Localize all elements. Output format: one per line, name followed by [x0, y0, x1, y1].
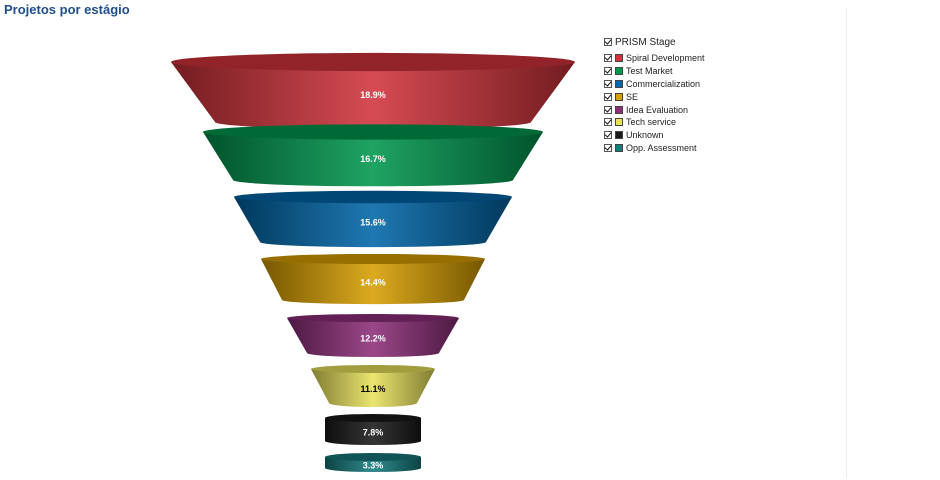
legend-label: Commercialization — [626, 78, 701, 89]
funnel-segment-unknown[interactable] — [325, 418, 421, 445]
legend-item[interactable]: Spiral Development — [604, 52, 705, 65]
funnel-data-label: 12.2% — [360, 334, 386, 344]
funnel-chart: 18.9% 16.7% 15.6% 14.4% 12.2% 11.1% 7.8% 3.3% — [171, 52, 575, 472]
legend-item[interactable]: Unknown — [604, 129, 705, 142]
funnel-data-label: 15.6% — [360, 218, 386, 228]
legend-checkbox[interactable] — [604, 131, 612, 140]
legend-item[interactable]: Opp. Assessment — [604, 142, 705, 155]
funnel-data-label: 14.4% — [360, 278, 386, 288]
legend-title: PRISM Stage — [615, 36, 676, 48]
funnel-segment-tech-service[interactable] — [311, 369, 435, 407]
funnel-segment-idea-evaluation[interactable] — [287, 318, 459, 357]
legend-checkbox[interactable] — [604, 79, 612, 88]
legend-checkbox[interactable] — [604, 105, 612, 114]
funnel-segment-top — [287, 314, 459, 322]
legend-label: Idea Evaluation — [626, 104, 689, 115]
legend-swatch — [615, 92, 623, 101]
legend-item[interactable]: Test Market — [604, 65, 705, 78]
legend-label: Spiral Development — [626, 53, 705, 64]
funnel-segment-top — [325, 414, 421, 422]
page-title: Projetos por estágio — [4, 2, 130, 17]
legend-checkbox[interactable] — [604, 54, 612, 63]
funnel-data-label: 18.9% — [360, 90, 386, 100]
funnel-segment-commercialization[interactable] — [234, 197, 512, 248]
legend-checkbox[interactable] — [604, 67, 612, 76]
legend-label: Test Market — [626, 66, 673, 77]
funnel-data-label: 16.7% — [360, 154, 386, 164]
legend-swatch — [615, 118, 623, 127]
legend-checkbox[interactable] — [604, 143, 612, 152]
legend-checkbox[interactable] — [604, 92, 612, 101]
legend-item[interactable]: Commercialization — [604, 78, 705, 91]
legend-swatch — [615, 143, 623, 152]
funnel-segment-spiral-development[interactable] — [171, 62, 575, 130]
legend-checkbox[interactable] — [604, 118, 612, 127]
funnel-segment-top — [171, 52, 575, 72]
legend-item[interactable]: Idea Evaluation — [604, 103, 705, 116]
legend-swatch — [615, 105, 623, 114]
funnel-segment-test-market[interactable] — [203, 132, 543, 187]
legend-title-checkbox[interactable] — [604, 38, 612, 46]
legend-item[interactable]: SE — [604, 90, 705, 103]
funnel-segment-top — [325, 453, 421, 461]
legend-label: SE — [626, 91, 639, 102]
legend-swatch — [615, 131, 623, 140]
legend-swatch — [615, 54, 623, 63]
funnel-data-label: 7.8% — [363, 428, 384, 438]
legend-label: Opp. Assessment — [626, 142, 697, 153]
funnel-segment-top — [234, 190, 512, 204]
legend-header[interactable]: PRISM Stage — [604, 34, 705, 50]
funnel-segment-se[interactable] — [261, 259, 485, 305]
legend-label: Unknown — [626, 130, 664, 141]
funnel-segment-opp-assessment[interactable] — [325, 457, 421, 472]
funnel-segment-top — [203, 124, 543, 140]
side-panel — [846, 8, 940, 478]
funnel-segment-top — [311, 365, 435, 373]
legend-swatch — [615, 79, 623, 88]
funnel-data-label: 3.3% — [363, 461, 384, 471]
funnel-data-label: 11.1% — [360, 384, 385, 394]
legend-label: Tech service — [626, 117, 677, 128]
legend-item[interactable]: Tech service — [604, 116, 705, 129]
funnel-segment-top — [261, 253, 485, 265]
legend-swatch — [615, 67, 623, 76]
